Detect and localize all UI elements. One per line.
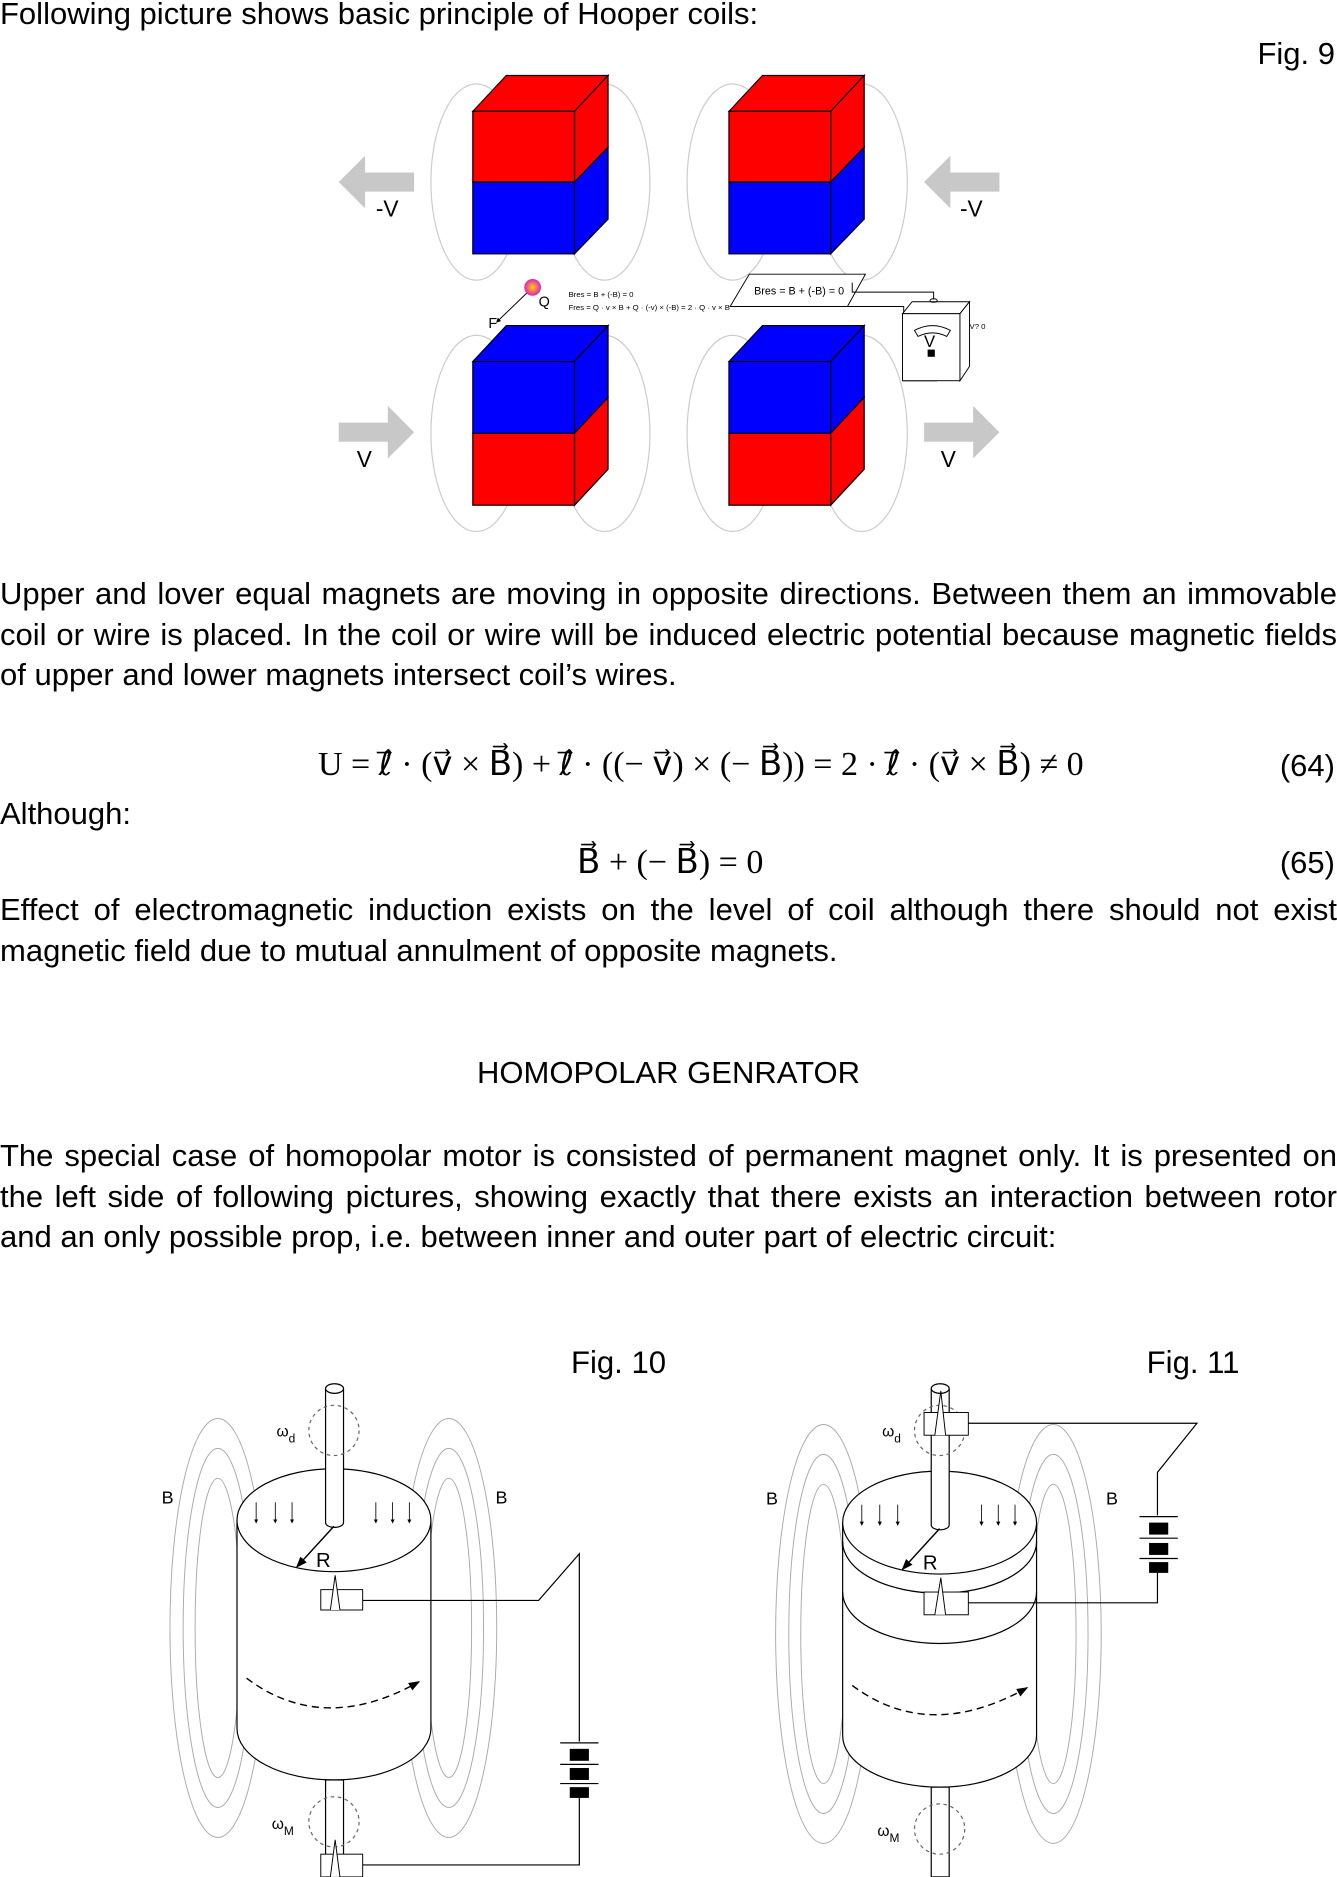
label-v: V (941, 446, 957, 472)
brushes (923, 1390, 969, 1616)
charge-label: Q (539, 295, 550, 311)
field-label: B (496, 1487, 508, 1507)
omega-m-label: ωM (272, 1816, 294, 1838)
fig11-label: Fig. 11 (1147, 1345, 1240, 1380)
label-minus-v: -V (960, 196, 984, 222)
voltmeter (847, 282, 971, 383)
magnet-top-right (728, 74, 865, 255)
field-label: B (1106, 1489, 1118, 1509)
arrow-right-icon (338, 405, 415, 459)
intro-text: Following picture shows basic principle … (0, 0, 759, 31)
radius-label: R (316, 1550, 331, 1572)
arrow-right-icon (924, 405, 1000, 459)
fig11-diagram: Fig. 11 R ωd ωM B B (766, 1345, 1239, 1877)
fig10-label: Fig. 10 (571, 1345, 666, 1380)
although-text: Although: (0, 796, 131, 831)
voltmeter-reading: V? 0 (970, 322, 987, 331)
label-v: V (357, 446, 373, 472)
magnet-top-left (472, 74, 609, 255)
plate-formula: Bres = B + (-B) = 0 (754, 286, 844, 298)
section-heading: HOMOPOLAR GENRATOR (477, 1055, 860, 1090)
magnet-bottom-right (728, 325, 865, 506)
omega-m-label: ωM (877, 1823, 899, 1845)
rotation-circle (308, 1404, 360, 1457)
formula-f-res: Fres = Q · v × B + Q · (-v) × (-B) = 2 ·… (569, 303, 730, 312)
arrow-left-icon (924, 155, 1000, 209)
rotation-arrow (851, 1684, 1029, 1716)
rotation-arrow (246, 1677, 421, 1709)
shaft-top (324, 1388, 345, 1528)
fig9-diagram: -V -V V V Q F Bres = B + (-B) = 0 Fres =… (338, 74, 1000, 533)
wire (362, 1552, 580, 1742)
arrow-left-icon (338, 155, 415, 209)
force-label: F (488, 316, 497, 332)
magnet-bottom-left (472, 325, 609, 506)
paragraph-induction: Effect of electromagnetic induction exis… (0, 892, 1337, 968)
radius-label: R (923, 1552, 938, 1574)
charge-icon (524, 278, 542, 296)
wire (362, 1795, 580, 1866)
shaft-bottom (930, 1786, 950, 1877)
wire (968, 1570, 1159, 1604)
voltmeter-knob (927, 349, 935, 357)
label-minus-v: -V (376, 196, 400, 222)
rotation-circle (913, 1803, 966, 1855)
battery-icon (1139, 1516, 1178, 1573)
wire (968, 1422, 1199, 1516)
voltmeter-label: V (924, 332, 936, 351)
disc-edge (842, 1592, 1038, 1645)
equation-65-number: (65) (1279, 845, 1335, 880)
radius-arrow (901, 1528, 941, 1571)
omega-d-label: ωd (276, 1423, 295, 1445)
paragraph-magnets: Upper and lover equal magnets are moving… (0, 576, 1337, 693)
field-label: B (766, 1489, 778, 1509)
fig9-label: Fig. 9 (1257, 36, 1335, 71)
paragraph-homopolar: The special case of homopolar motor is c… (0, 1138, 1337, 1255)
equation-65: B⃗ + (− B⃗) = 0 (577, 844, 764, 881)
battery-icon (560, 1742, 599, 1798)
velocity-arrows (338, 155, 1000, 459)
fig10-diagram: Fig. 10 R ωd ωM B B (162, 1345, 666, 1877)
radius-arrow (295, 1525, 335, 1568)
formula-b-res: Bres = B + (-B) = 0 (569, 290, 635, 299)
equation-64-number: (64) (1279, 748, 1335, 783)
conductor-plate (729, 273, 867, 307)
equation-64: U = ℓ⃗ · (v⃗ × B⃗) + ℓ⃗ · ((− v⃗) × (− B… (318, 746, 1084, 783)
field-label: B (162, 1487, 174, 1507)
omega-d-label: ωd (882, 1423, 901, 1445)
